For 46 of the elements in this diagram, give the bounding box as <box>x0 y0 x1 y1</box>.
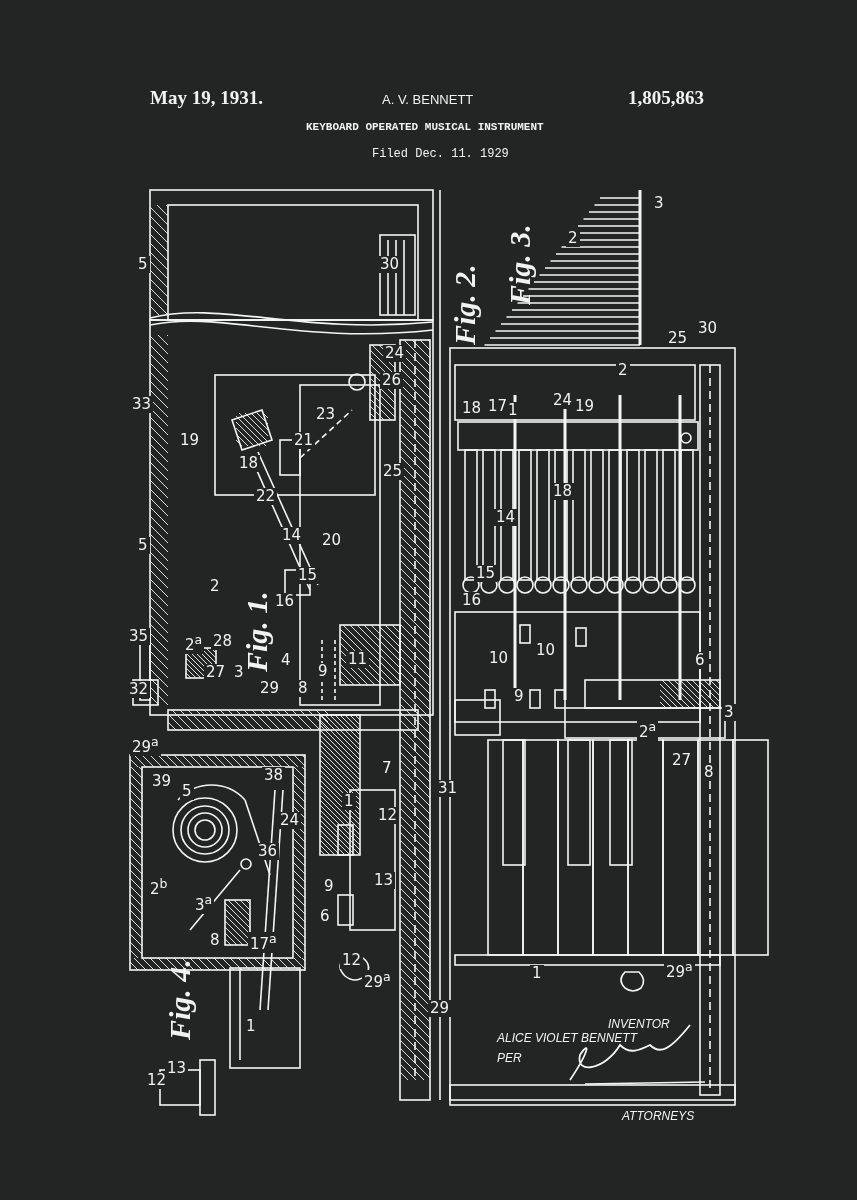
callout-number: 33 <box>130 396 154 413</box>
callout-number: 5 <box>136 256 150 273</box>
callout-number: 5 <box>180 783 194 800</box>
callout-number: 11 <box>346 651 370 668</box>
callout-number: 21 <box>292 432 316 449</box>
callout-number: 18 <box>551 483 575 500</box>
figure-label: Fig. 3. <box>505 224 535 305</box>
callout-number: 2 <box>566 230 580 247</box>
callout-number: 9 <box>316 663 330 680</box>
callout-number: 32 <box>127 681 151 698</box>
callout-number: 29 <box>428 1000 452 1017</box>
patent-title: KEYBOARD OPERATED MUSICAL INSTRUMENT <box>306 122 544 133</box>
callout-number: 2$^{a}$ <box>637 720 659 741</box>
patent-number: 1,805,863 <box>628 88 704 107</box>
date-text: May 19, 1931. <box>150 88 263 107</box>
callout-number: 14 <box>280 527 304 544</box>
callout-number: 12 <box>340 952 364 969</box>
callout-number: 24 <box>551 392 575 409</box>
callout-number: 3 <box>722 704 736 721</box>
callout-number: 23 <box>314 406 338 423</box>
callout-number: 5 <box>136 537 150 554</box>
figure-label: Fig. 4. <box>165 959 195 1040</box>
callout-number: 1 <box>342 793 356 810</box>
signature-text: ATTORNEYS <box>622 1110 695 1122</box>
signature-text: PER <box>497 1052 522 1064</box>
callout-number: 15 <box>474 565 498 582</box>
callout-number: 17$^{a}$ <box>248 932 279 953</box>
callout-number: 22 <box>254 488 278 505</box>
callout-number: 13 <box>372 872 396 889</box>
callout-number: 8 <box>296 680 310 697</box>
filing-date: Filed Dec. 11. 1929 <box>372 148 509 160</box>
callout-number: 36 <box>256 843 280 860</box>
callout-number: 25 <box>381 463 405 480</box>
inventor-name: A. V. BENNETT <box>382 93 474 106</box>
callout-number: 1 <box>506 402 520 419</box>
callout-number: 18 <box>237 455 261 472</box>
signature-text: INVENTOR <box>608 1018 670 1030</box>
callout-number: 35 <box>127 628 151 645</box>
figure-label: Fig. 2. <box>450 264 480 345</box>
callout-number: 26 <box>380 372 404 389</box>
callout-number: 6 <box>693 652 707 669</box>
signature-text: ALICE VIOLET BENNETT <box>497 1032 638 1044</box>
callout-number: 15 <box>296 567 320 584</box>
callout-number: 24 <box>278 812 302 829</box>
callout-number: 14 <box>494 509 518 526</box>
callout-number: 24 <box>383 345 407 362</box>
